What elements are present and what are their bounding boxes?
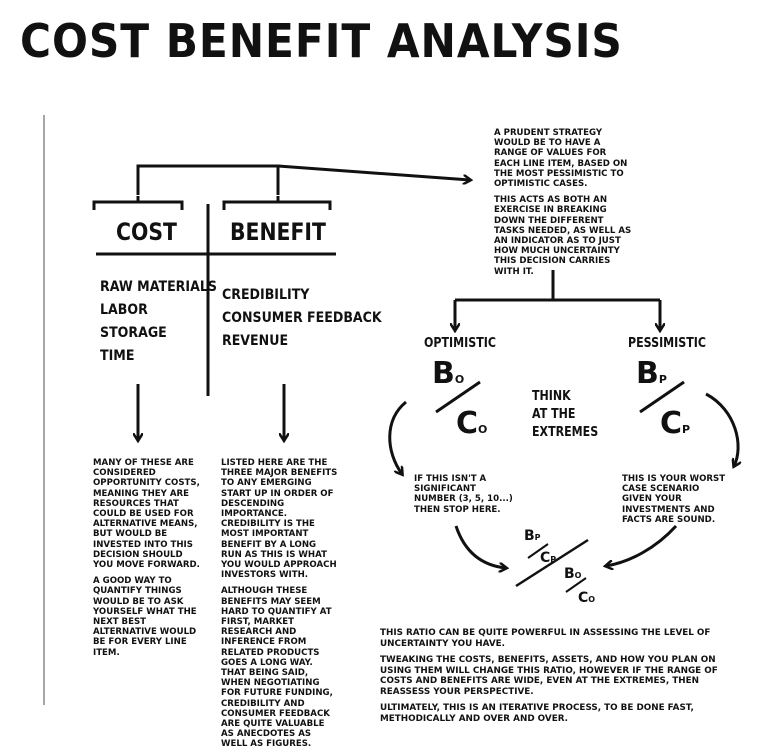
diagram-lines	[43, 115, 760, 705]
cost-note: MANY OF THESE ARE CONSIDERED OPPORTUNITY…	[93, 458, 205, 664]
benefit-brace	[222, 196, 332, 210]
optimistic-b: B	[432, 356, 455, 391]
ratio-bo-sub: O	[574, 571, 582, 580]
benefit-item: REVENUE	[222, 333, 289, 349]
strategy-split	[453, 270, 662, 330]
benefit-note-paragraph: LISTED HERE ARE THE THREE MAJOR BENEFITS…	[221, 458, 338, 581]
cost-note-paragraph: MANY OF THESE ARE CONSIDERED OPPORTUNITY…	[93, 458, 200, 571]
benefit-note-paragraph: ALTHOUGH THESE BENEFITS MAY SEEM HARD TO…	[221, 586, 333, 750]
pessimistic-b-sub: P	[658, 373, 667, 386]
cost-item: RAW MATERIALS	[100, 279, 217, 295]
cost-brace	[92, 196, 184, 210]
cost-header: COST	[116, 218, 177, 246]
arrow-to-strategy	[277, 164, 470, 180]
benefit-header: BENEFIT	[230, 218, 326, 246]
optimistic-b-sub: O	[454, 373, 465, 386]
pessimistic-c: C	[660, 406, 683, 441]
ratio-co: CO	[578, 590, 595, 606]
cost-item: STORAGE	[100, 325, 167, 341]
ratio-bar-top	[527, 543, 549, 559]
bottom-note-paragraph: TWEAKING THE COSTS, BENEFITS, ASSETS, AN…	[380, 655, 718, 697]
optimistic-numerator: BO	[432, 356, 464, 391]
cost-items: RAW MATERIALS LABOR STORAGE TIME	[100, 276, 217, 368]
pessimistic-denominator: CP	[660, 406, 690, 441]
pessimistic-note: THIS IS YOUR WORST CASE SCENARIO GIVEN Y…	[622, 474, 726, 525]
cost-note-paragraph: A GOOD WAY TO QUANTIFY THINGS WOULD BE T…	[93, 576, 197, 658]
pessimistic-fraction-bar	[639, 380, 685, 414]
strategy-note-paragraph: A PRUDENT STRATEGY WOULD BE TO HAVE A RA…	[494, 128, 628, 190]
center-line: AT THE	[532, 407, 576, 422]
strategy-note: A PRUDENT STRATEGY WOULD BE TO HAVE A RA…	[494, 128, 634, 283]
strategy-note-paragraph: THIS ACTS AS BOTH AN EXERCISE IN BREAKIN…	[494, 195, 632, 277]
cost-item: LABOR	[100, 302, 148, 318]
ratio-bo-b: B	[564, 566, 575, 582]
connector-top	[136, 164, 280, 195]
bottom-note-paragraph: THIS RATIO CAN BE QUITE POWERFUL IN ASSE…	[380, 628, 711, 649]
optimistic-c: C	[456, 406, 479, 441]
ratio-cp: CP	[540, 550, 556, 566]
benefit-items: CREDIBILITY CONSUMER FEEDBACK REVENUE	[222, 284, 382, 353]
ratio-bar-main	[515, 538, 589, 588]
pessimistic-curve-arrow	[705, 392, 738, 466]
bottom-note-paragraph: ULTIMATELY, THIS IS AN ITERATIVE PROCESS…	[380, 703, 694, 724]
ratio-bo: BO	[564, 566, 581, 582]
ratio-bar-bottom	[565, 577, 587, 593]
optimistic-label: OPTIMISTIC	[424, 336, 496, 351]
center-line: THINK	[532, 389, 571, 404]
optimistic-curve-arrow	[388, 400, 407, 474]
ratio-bp-sub: P	[534, 533, 541, 542]
think-extremes-text: THINK AT THE EXTREMES	[532, 388, 598, 442]
benefit-note: LISTED HERE ARE THE THREE MAJOR BENEFITS…	[221, 458, 339, 756]
center-line: EXTREMES	[532, 425, 599, 440]
page-title: COST BENEFIT ANALYSIS	[20, 14, 623, 68]
ratio-cp-sub: P	[550, 555, 557, 564]
benefit-item: CONSUMER FEEDBACK	[222, 310, 382, 326]
bottom-note: THIS RATIO CAN BE QUITE POWERFUL IN ASSE…	[380, 628, 742, 730]
ratio-co-sub: O	[588, 595, 596, 604]
optimistic-c-sub: O	[478, 423, 488, 436]
ratio-bp-b: B	[524, 528, 535, 544]
ratio-co-c: C	[578, 590, 589, 606]
ratio-cp-c: C	[540, 550, 551, 566]
optimistic-fraction-bar	[435, 380, 481, 414]
pessimistic-label: PESSIMISTIC	[628, 336, 707, 351]
benefit-item: CREDIBILITY	[222, 287, 310, 303]
ratio-bp: BP	[524, 528, 541, 544]
arrow-to-ratio-left	[454, 525, 506, 568]
arrow-to-ratio-right	[606, 524, 678, 566]
optimistic-note: IF THIS ISN'T A SIGNIFICANT NUMBER (3, 5…	[414, 474, 513, 515]
pessimistic-numerator: BP	[636, 356, 667, 391]
pessimistic-b: B	[636, 356, 659, 391]
cost-item: TIME	[100, 348, 135, 364]
optimistic-denominator: CO	[456, 406, 487, 441]
pessimistic-c-sub: P	[682, 423, 691, 436]
